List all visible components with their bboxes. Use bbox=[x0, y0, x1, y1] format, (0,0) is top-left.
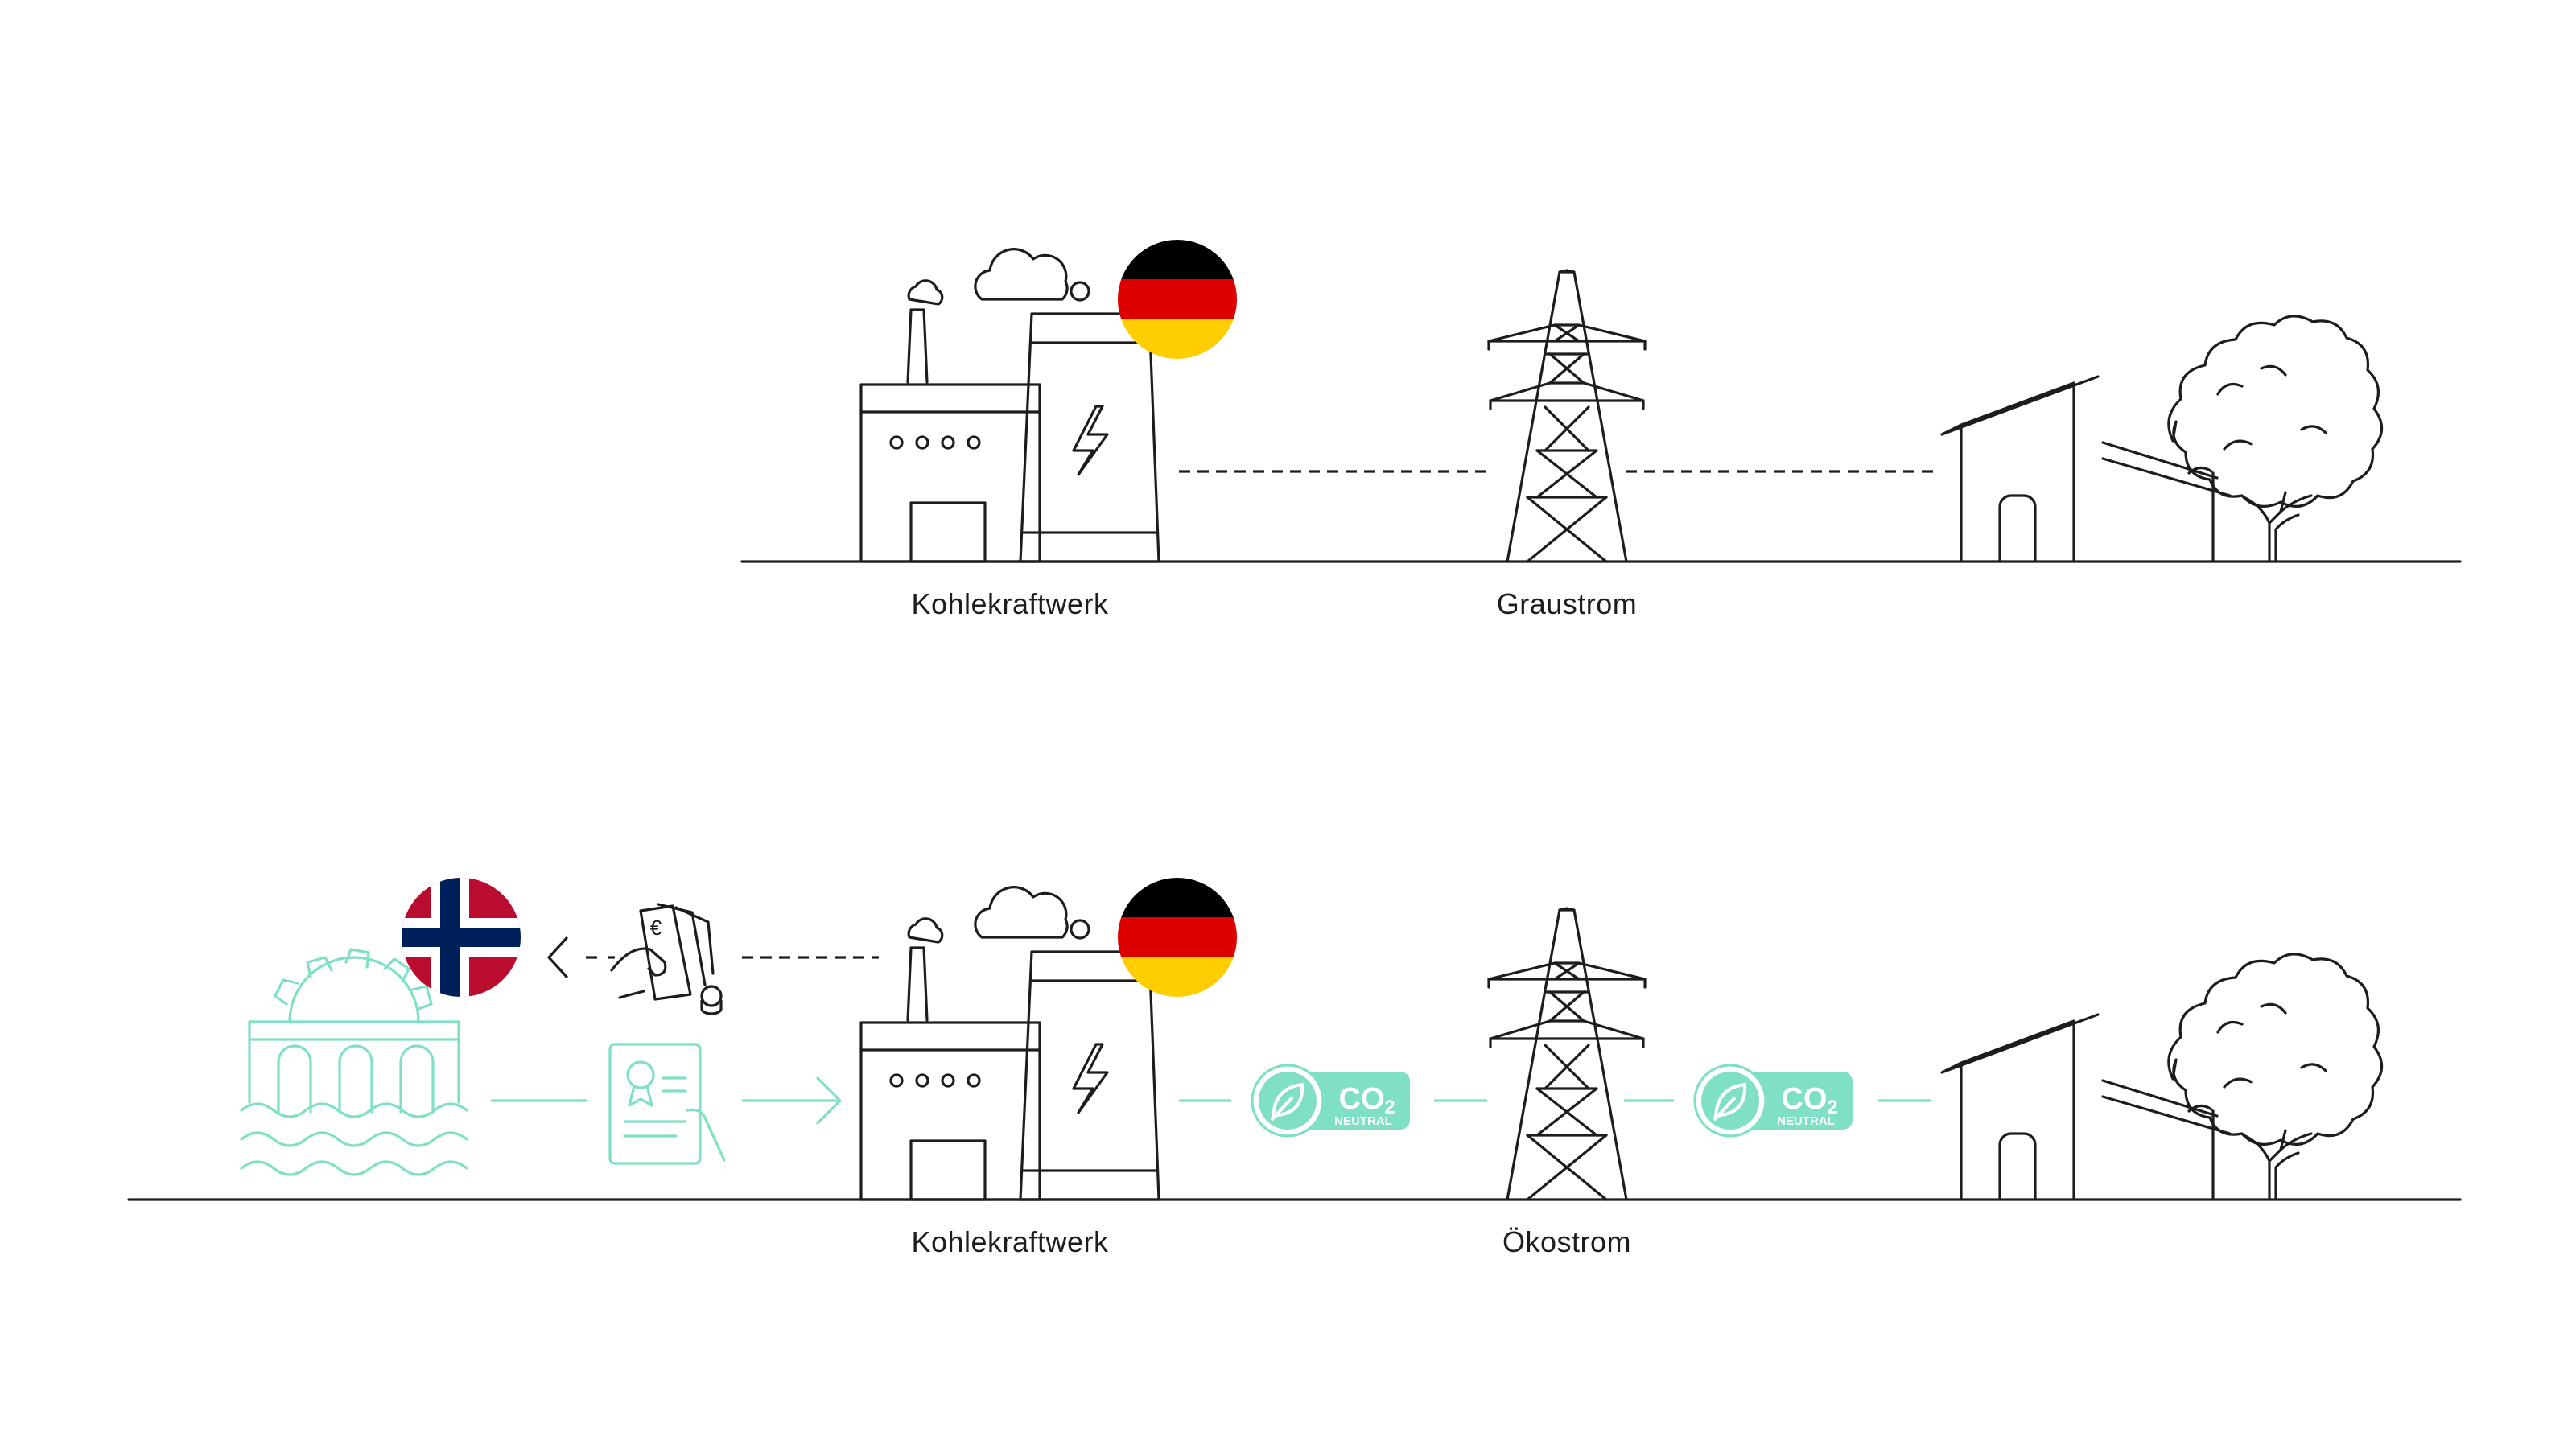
badge-subscript: 2 bbox=[1384, 1097, 1395, 1118]
arrow-to-plant-icon bbox=[816, 1076, 842, 1125]
house-icon-top bbox=[1940, 375, 2232, 563]
payment-icon: € bbox=[610, 903, 723, 1015]
badge-main-text: CO bbox=[1782, 1082, 1828, 1116]
label-green-power: Ökostrom bbox=[1502, 1225, 1632, 1258]
badge-subscript: 2 bbox=[1827, 1097, 1837, 1118]
top-row bbox=[740, 240, 2462, 563]
bottom-row: € CO 2 NEUTRAL bbox=[127, 878, 2462, 1201]
tree-icon-bottom bbox=[2167, 953, 2384, 1201]
pylon-icon-top bbox=[1487, 269, 1647, 563]
hydro-plant-icon bbox=[240, 948, 468, 1176]
label-coal-plant-top: Kohlekraftwerk bbox=[911, 587, 1109, 620]
pylon-icon-bottom bbox=[1487, 907, 1647, 1201]
co2-neutral-badge-1: CO 2 NEUTRAL bbox=[1251, 1064, 1412, 1138]
house-icon-bottom bbox=[1940, 1013, 2232, 1201]
badge-caption: NEUTRAL bbox=[1334, 1114, 1392, 1128]
arrow-to-norway-icon bbox=[547, 936, 568, 978]
norway-flag-icon bbox=[402, 878, 521, 997]
tree-icon-top bbox=[2167, 315, 2384, 563]
co2-neutral-badge-2: CO 2 NEUTRAL bbox=[1693, 1064, 1854, 1138]
badge-caption: NEUTRAL bbox=[1777, 1114, 1835, 1128]
germany-flag-icon-bottom bbox=[1118, 878, 1237, 997]
coal-plant-icon-bottom bbox=[859, 886, 1160, 1201]
money-symbol: € bbox=[650, 916, 662, 940]
certificate-icon bbox=[608, 1043, 726, 1165]
label-grey-power: Graustrom bbox=[1496, 587, 1638, 620]
coal-plant-icon-top bbox=[859, 248, 1160, 563]
label-coal-plant-bottom: Kohlekraftwerk bbox=[911, 1225, 1109, 1258]
badge-main-text: CO bbox=[1339, 1082, 1385, 1116]
